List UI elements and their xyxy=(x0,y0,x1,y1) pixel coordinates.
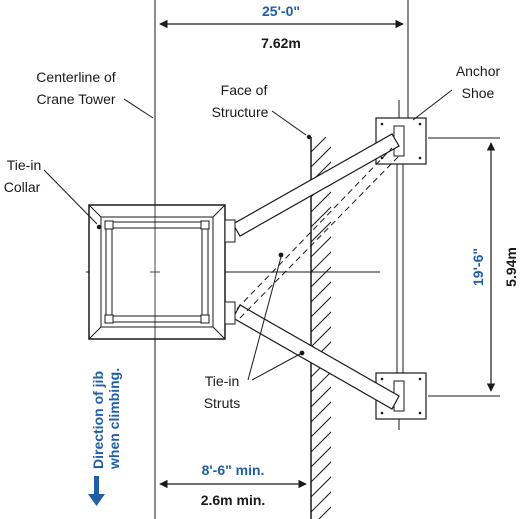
face-label-line2: Structure xyxy=(212,104,269,120)
face-label-line1: Face of xyxy=(221,82,268,98)
bottom-dimension-imperial: 8'-6" min. xyxy=(202,462,265,478)
anchor-rail xyxy=(396,149,404,391)
collar-leader xyxy=(43,169,98,225)
strut-leader-dot-1 xyxy=(278,252,284,258)
struts-leaders xyxy=(247,256,301,381)
anchor-label-line2: Shoe xyxy=(462,85,495,101)
face-leader xyxy=(271,110,307,136)
collar-centerlines xyxy=(150,200,160,345)
collar-label-line2: Collar xyxy=(4,179,41,195)
jib-direction-line2: when climbing. xyxy=(106,368,122,470)
collar-label-line1: Tie-in xyxy=(7,157,42,173)
strut-leader-dot-2 xyxy=(299,350,305,356)
top-dimension xyxy=(154,0,409,130)
struts-label-line1: Tie-in xyxy=(205,373,240,389)
down-arrow-icon xyxy=(88,476,105,506)
struts-label-line2: Struts xyxy=(204,395,241,411)
tie-in-struts-alternate xyxy=(229,147,400,319)
right-dimension-metric: 5.94m xyxy=(503,247,519,287)
top-dimension-imperial: 25'-0" xyxy=(262,3,300,19)
top-dimension-metric: 7.62m xyxy=(261,35,301,51)
right-dimension-imperial: 19'-6" xyxy=(470,248,486,286)
right-dimension xyxy=(428,137,500,397)
anchor-label-line1: Anchor xyxy=(456,63,501,79)
anchor-leader xyxy=(412,89,453,121)
tie-in-collar xyxy=(88,204,236,340)
structure-face xyxy=(310,137,331,519)
tie-in-struts xyxy=(232,133,400,410)
face-leader-dot xyxy=(306,134,312,140)
collar-leader-dot xyxy=(96,224,102,230)
centerline-leader xyxy=(123,98,154,119)
jib-direction-line1: Direction of jib xyxy=(90,371,106,469)
bottom-dimension-metric: 2.6m min. xyxy=(201,492,266,508)
centerline-label-line2: Crane Tower xyxy=(36,91,115,107)
centerline-label-line1: Centerline of xyxy=(36,69,115,85)
